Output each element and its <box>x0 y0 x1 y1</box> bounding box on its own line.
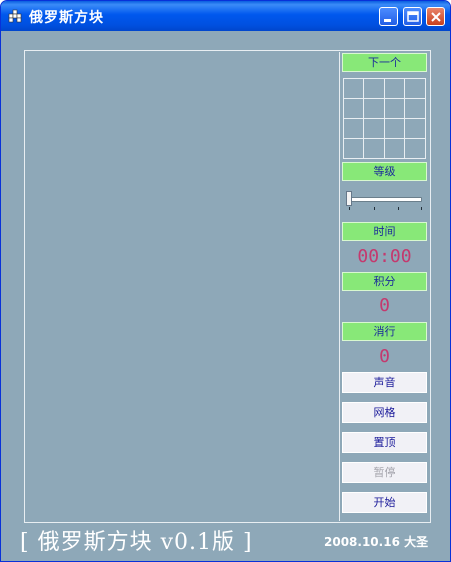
grid-button[interactable]: 网格 <box>342 402 427 423</box>
slider-thumb[interactable] <box>346 191 352 206</box>
start-button[interactable]: 开始 <box>342 492 427 513</box>
minimize-button[interactable] <box>379 7 398 26</box>
time-label: 时间 <box>342 222 427 241</box>
lines-label: 消行 <box>342 322 427 341</box>
level-slider[interactable] <box>345 191 425 213</box>
lines-value: 0 <box>379 346 390 367</box>
score-label: 积分 <box>342 272 427 291</box>
window-title: 俄罗斯方块 <box>29 10 104 26</box>
topmost-button[interactable]: 置顶 <box>342 432 427 453</box>
client-area: 下一个 等级 时间 00:00 积分 0 消行 0 声音 网格 置顶 暂停 开始… <box>4 31 447 559</box>
pause-button[interactable]: 暂停 <box>342 462 427 483</box>
tetris-icon <box>8 9 22 23</box>
game-board[interactable] <box>26 52 340 521</box>
game-frame <box>24 50 431 523</box>
next-piece-preview <box>343 78 426 159</box>
maximize-icon <box>407 11 419 22</box>
score-value: 0 <box>379 295 390 316</box>
time-value: 00:00 <box>357 246 412 267</box>
level-label: 等级 <box>342 162 427 181</box>
maximize-button[interactable] <box>403 7 422 26</box>
sound-button[interactable]: 声音 <box>342 372 427 393</box>
slider-track <box>348 197 422 202</box>
close-button[interactable] <box>426 7 445 26</box>
close-icon <box>431 12 441 22</box>
minimize-icon <box>384 19 391 22</box>
next-piece-label: 下一个 <box>342 53 427 72</box>
title-bar[interactable]: 俄罗斯方块 <box>1 1 450 31</box>
footer-title: [ 俄罗斯方块 v0.1版 ] <box>20 530 253 555</box>
footer-date: 2008.10.16 大圣 <box>324 535 429 549</box>
